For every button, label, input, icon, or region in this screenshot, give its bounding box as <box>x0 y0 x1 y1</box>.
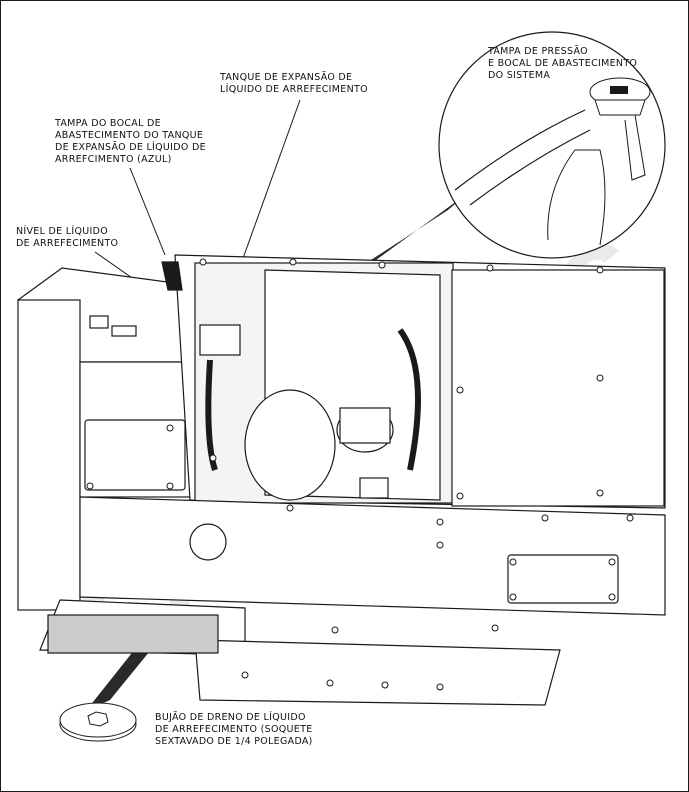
label-expansion-tank: TANQUE DE EXPANSÃO DE LÍQUIDO DE ARREFEC… <box>220 72 368 95</box>
engine-assembly <box>161 261 441 501</box>
label-drain-plug: BUJÃO DE DRENO DE LÍQUIDO DE ARREFECIMEN… <box>155 712 313 747</box>
bolts <box>86 258 634 691</box>
expansion-tank <box>199 324 241 356</box>
fill-cap <box>161 261 183 291</box>
fan <box>244 389 336 501</box>
label-pressure-cap: TAMPA DE PRESSÃO E BOCAL DE ABASTECIMENT… <box>488 46 638 81</box>
drain-plug-zoom <box>59 702 137 742</box>
pressure-cap-zoom <box>438 31 666 259</box>
label-coolant-level: NÍVEL DE LÍQUIDO DE ARREFECIMENTO <box>16 226 119 249</box>
label-fill-cap: TAMPA DO BOCAL DE ABASTECIMENTO DO TANQU… <box>55 118 206 165</box>
